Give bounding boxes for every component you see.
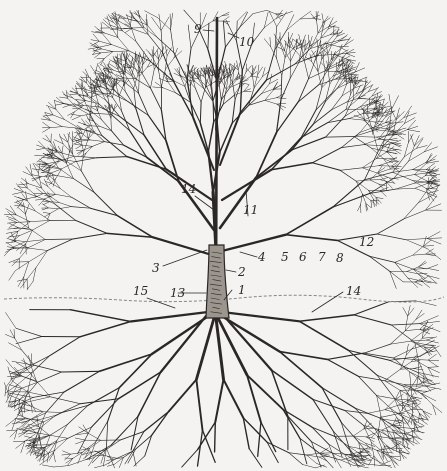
- label-11: 11: [243, 203, 258, 217]
- label-4: 4: [257, 250, 266, 264]
- label-12: 12: [359, 235, 374, 249]
- label-15: 15: [133, 284, 148, 298]
- label-7: 7: [318, 250, 326, 264]
- root: [62, 371, 100, 372]
- label-13: 13: [170, 286, 186, 300]
- label-3: 3: [152, 261, 160, 275]
- label-8: 8: [336, 251, 344, 265]
- label-14-ground: 14: [346, 284, 361, 298]
- label-5: 5: [281, 250, 289, 264]
- root: [215, 422, 216, 452]
- label-6: 6: [299, 250, 307, 264]
- label-2: 2: [237, 265, 246, 279]
- label-14-crown: 14: [181, 182, 196, 196]
- label-1: 1: [238, 283, 246, 297]
- label-10: 10: [239, 35, 255, 49]
- label-9: 9: [194, 22, 202, 36]
